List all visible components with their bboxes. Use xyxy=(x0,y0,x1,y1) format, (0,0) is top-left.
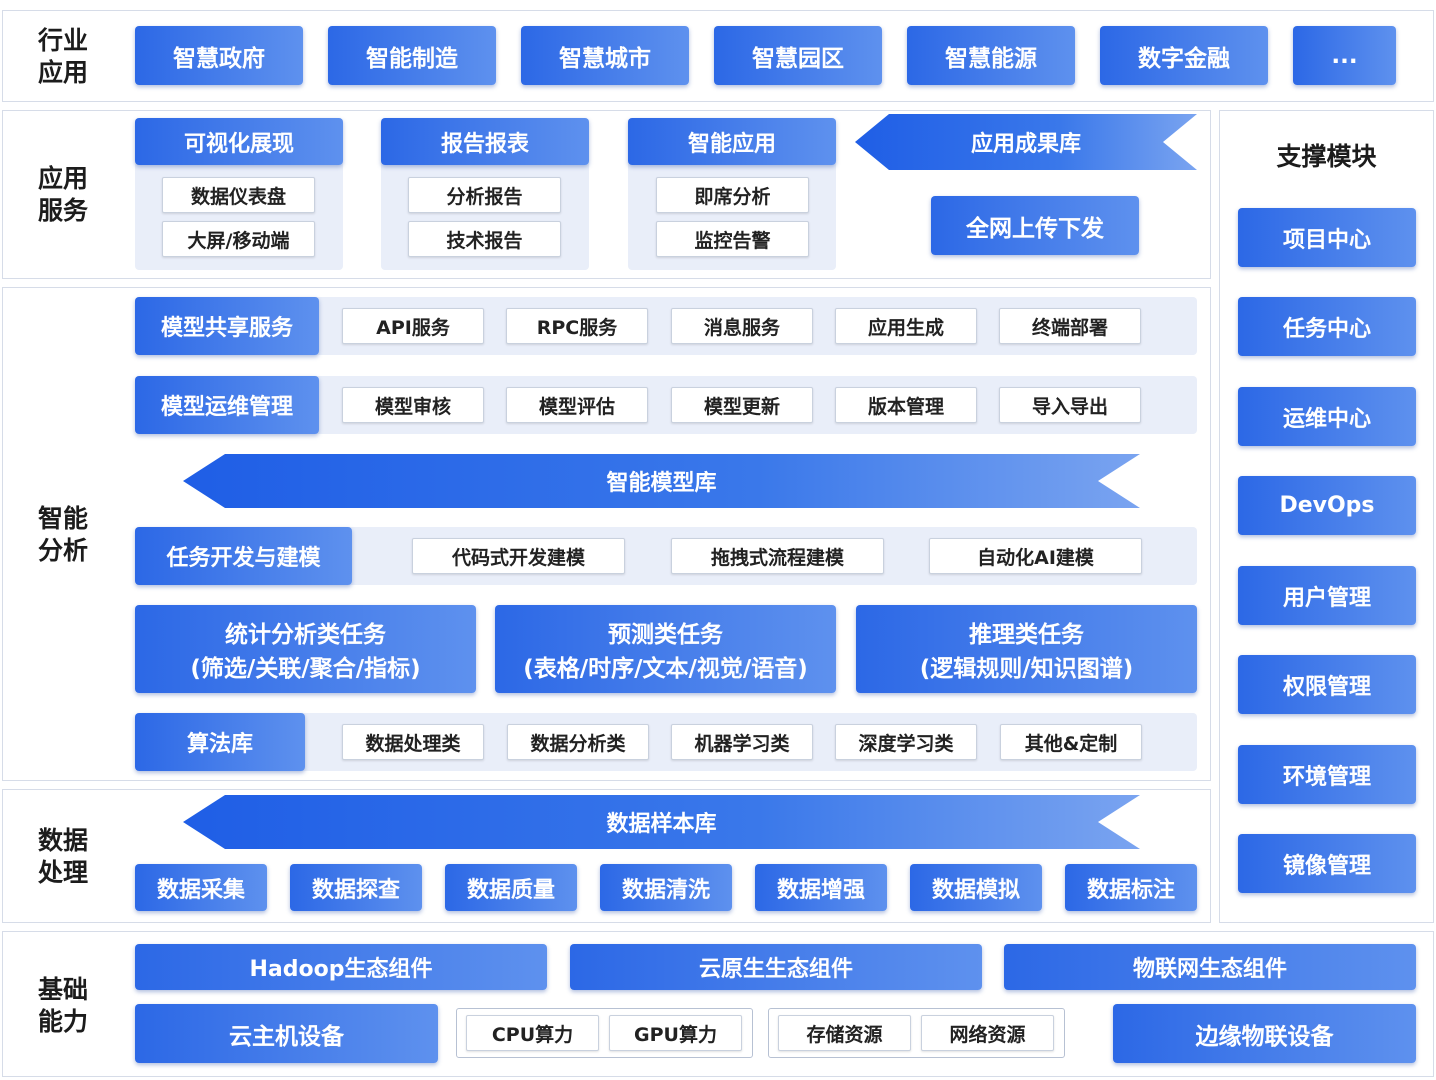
import-export-chip[interactable]: 导入导出 xyxy=(999,387,1141,423)
data-processing-algo-chip[interactable]: 数据处理类 xyxy=(342,724,484,760)
support-project-center[interactable]: 项目中心 xyxy=(1238,208,1416,267)
adhoc-analysis-chip[interactable]: 即席分析 xyxy=(656,177,809,213)
task-dev-title[interactable]: 任务开发与建模 xyxy=(135,527,352,585)
prediction-task-card[interactable]: 预测类任务 (表格/时序/文本/视觉/语音) xyxy=(495,605,836,693)
message-service-chip[interactable]: 消息服务 xyxy=(671,308,813,344)
industry-item-smart-city[interactable]: 智慧城市 xyxy=(521,26,689,85)
app-generation-chip[interactable]: 应用生成 xyxy=(835,308,977,344)
model-library-arrow[interactable]: 智能模型库 xyxy=(183,454,1140,508)
data-label-button[interactable]: 数据标注 xyxy=(1065,864,1197,911)
support-permission-management[interactable]: 权限管理 xyxy=(1238,655,1416,714)
prediction-task-subtitle: (表格/时序/文本/视觉/语音) xyxy=(523,656,808,682)
model-share-title[interactable]: 模型共享服务 xyxy=(135,297,319,355)
data-analysis-algo-chip[interactable]: 数据分析类 xyxy=(507,724,649,760)
intelligent-section-label: 智能 分析 xyxy=(37,504,88,565)
edge-iot-device-button[interactable]: 边缘物联设备 xyxy=(1113,1004,1416,1063)
data-collect-button[interactable]: 数据采集 xyxy=(135,864,267,911)
api-service-chip[interactable]: API服务 xyxy=(342,308,484,344)
smart-app-group-title[interactable]: 智能应用 xyxy=(628,118,836,165)
iot-ecosystem-button[interactable]: 物联网生态组件 xyxy=(1004,944,1416,990)
support-user-management[interactable]: 用户管理 xyxy=(1238,566,1416,625)
model-review-chip[interactable]: 模型审核 xyxy=(342,387,484,423)
model-update-chip[interactable]: 模型更新 xyxy=(671,387,813,423)
network-resource-chip[interactable]: 网络资源 xyxy=(921,1015,1054,1051)
app-service-section-label: 应用 服务 xyxy=(37,164,88,225)
data-augment-button[interactable]: 数据增强 xyxy=(755,864,887,911)
reasoning-task-subtitle: (逻辑规则/知识图谱) xyxy=(919,656,1134,682)
statistical-task-card[interactable]: 统计分析类任务 (筛选/关联/聚合/指标) xyxy=(135,605,476,693)
support-ops-center[interactable]: 运维中心 xyxy=(1238,387,1416,446)
statistical-task-title: 统计分析类任务 xyxy=(225,622,386,648)
prediction-task-title: 预测类任务 xyxy=(608,622,723,648)
result-library-arrow[interactable]: 应用成果库 xyxy=(855,114,1197,170)
sample-library-arrow[interactable]: 数据样本库 xyxy=(183,795,1140,849)
machine-learning-algo-chip[interactable]: 机器学习类 xyxy=(671,724,813,760)
reasoning-task-title: 推理类任务 xyxy=(969,622,1084,648)
technical-report-chip[interactable]: 技术报告 xyxy=(408,221,561,257)
reasoning-task-card[interactable]: 推理类任务 (逻辑规则/知识图谱) xyxy=(856,605,1197,693)
bigscreen-mobile-chip[interactable]: 大屏/移动端 xyxy=(162,221,315,257)
data-simulate-button[interactable]: 数据模拟 xyxy=(910,864,1042,911)
deep-learning-algo-chip[interactable]: 深度学习类 xyxy=(835,724,977,760)
cloud-native-ecosystem-button[interactable]: 云原生生态组件 xyxy=(570,944,982,990)
upload-distribute-button[interactable]: 全网上传下发 xyxy=(931,196,1139,255)
report-group-title[interactable]: 报告报表 xyxy=(381,118,589,165)
monitor-alert-chip[interactable]: 监控告警 xyxy=(656,221,809,257)
industry-item-more[interactable]: ... xyxy=(1293,26,1396,85)
infrastructure-section-label: 基础 能力 xyxy=(37,975,88,1036)
industry-item-smart-energy[interactable]: 智慧能源 xyxy=(907,26,1075,85)
gpu-compute-chip[interactable]: GPU算力 xyxy=(609,1015,742,1051)
industry-item-smart-government[interactable]: 智慧政府 xyxy=(135,26,303,85)
drag-flow-modeling-chip[interactable]: 拖拽式流程建模 xyxy=(671,538,884,574)
storage-resource-chip[interactable]: 存储资源 xyxy=(778,1015,911,1051)
model-evaluate-chip[interactable]: 模型评估 xyxy=(506,387,648,423)
visualization-group-title[interactable]: 可视化展现 xyxy=(135,118,343,165)
industry-section-label: 行业 应用 xyxy=(37,26,88,87)
terminal-deploy-chip[interactable]: 终端部署 xyxy=(999,308,1141,344)
industry-item-smart-park[interactable]: 智慧园区 xyxy=(714,26,882,85)
other-custom-algo-chip[interactable]: 其他&定制 xyxy=(1000,724,1142,760)
support-environment-management[interactable]: 环境管理 xyxy=(1238,745,1416,804)
data-clean-button[interactable]: 数据清洗 xyxy=(600,864,732,911)
analysis-report-chip[interactable]: 分析报告 xyxy=(408,177,561,213)
data-explore-button[interactable]: 数据探查 xyxy=(290,864,422,911)
automl-modeling-chip[interactable]: 自动化AI建模 xyxy=(929,538,1142,574)
hadoop-ecosystem-button[interactable]: Hadoop生态组件 xyxy=(135,944,547,990)
rpc-service-chip[interactable]: RPC服务 xyxy=(506,308,648,344)
version-management-chip[interactable]: 版本管理 xyxy=(835,387,977,423)
statistical-task-subtitle: (筛选/关联/聚合/指标) xyxy=(190,656,421,682)
code-modeling-chip[interactable]: 代码式开发建模 xyxy=(412,538,625,574)
support-devops[interactable]: DevOps xyxy=(1238,476,1416,535)
model-ops-title[interactable]: 模型运维管理 xyxy=(135,376,319,434)
industry-item-smart-manufacturing[interactable]: 智能制造 xyxy=(328,26,496,85)
cloud-host-button[interactable]: 云主机设备 xyxy=(135,1004,438,1063)
data-processing-section-label: 数据 处理 xyxy=(37,826,88,887)
algorithm-library-title[interactable]: 算法库 xyxy=(135,713,305,771)
dashboard-chip[interactable]: 数据仪表盘 xyxy=(162,177,315,213)
support-image-management[interactable]: 镜像管理 xyxy=(1238,834,1416,893)
data-quality-button[interactable]: 数据质量 xyxy=(445,864,577,911)
industry-item-digital-finance[interactable]: 数字金融 xyxy=(1100,26,1268,85)
support-title: 支撑模块 xyxy=(1276,142,1377,171)
cpu-compute-chip[interactable]: CPU算力 xyxy=(466,1015,599,1051)
support-task-center[interactable]: 任务中心 xyxy=(1238,297,1416,356)
